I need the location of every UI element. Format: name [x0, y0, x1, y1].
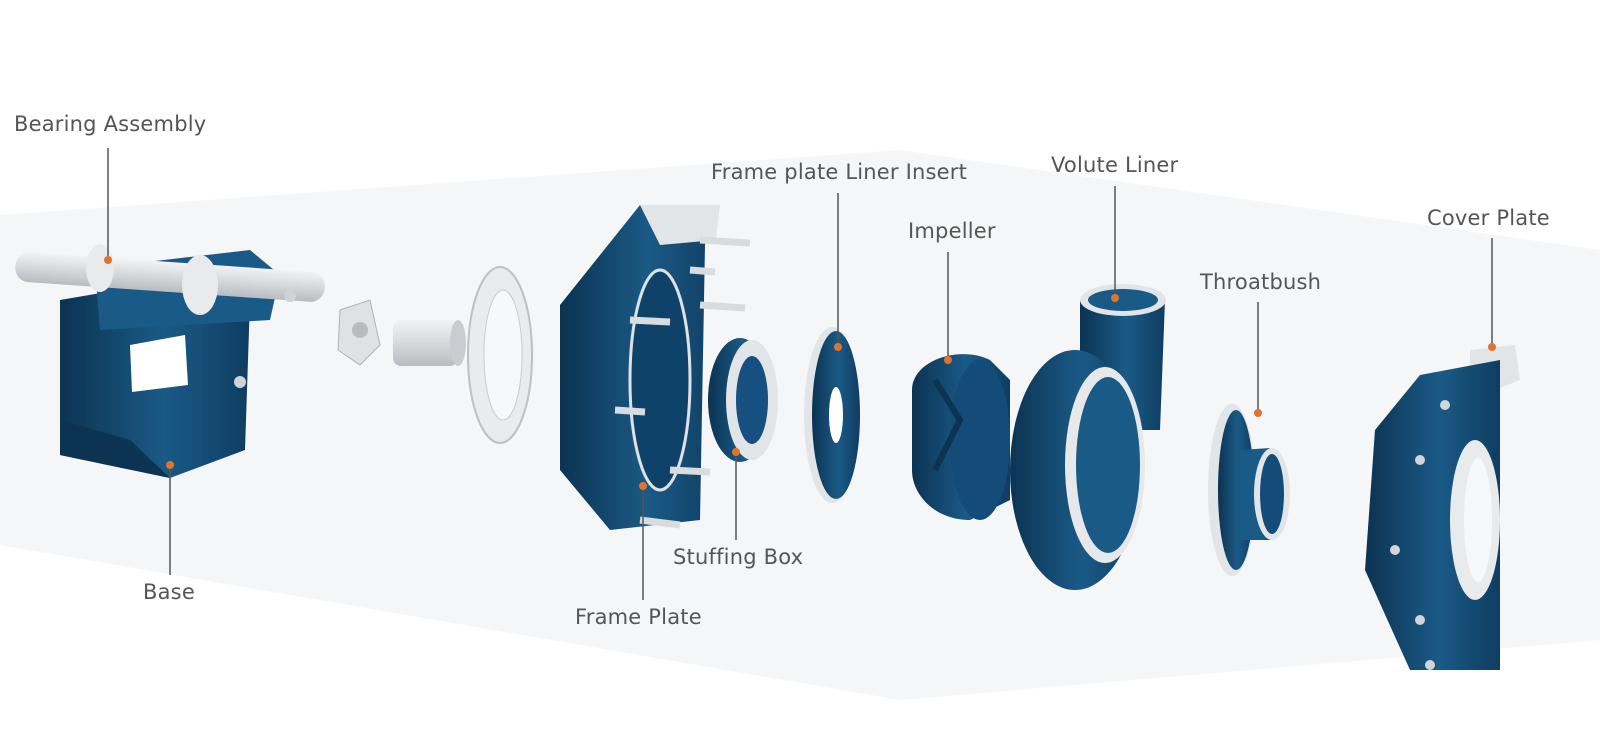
label-bearing-assembly: Bearing Assembly [14, 112, 207, 136]
dot-impeller [944, 356, 952, 364]
dot-throatbush [1254, 409, 1262, 417]
stuffing-box-part [708, 338, 778, 462]
dot-base [166, 461, 174, 469]
label-base: Base [143, 580, 195, 604]
dot-cover-plate [1488, 343, 1496, 351]
label-impeller: Impeller [908, 219, 996, 243]
label-frame-plate-liner-insert: Frame plate Liner Insert [711, 160, 968, 184]
leader-lines [107, 148, 1493, 600]
dot-frame-plate [639, 482, 647, 490]
dot-stuffing-box [732, 448, 740, 456]
frame-plate-liner-insert-part [804, 327, 860, 503]
dot-volute-liner [1111, 294, 1119, 302]
label-cover-plate: Cover Plate [1427, 206, 1550, 230]
label-throatbush: Throatbush [1200, 270, 1322, 294]
shaft-sleeve-part [393, 320, 466, 366]
frame-plate-part [560, 205, 751, 530]
cover-plate-part [1365, 345, 1520, 670]
label-volute-liner: Volute Liner [1051, 153, 1179, 177]
bearing-assembly-part [15, 244, 325, 478]
background-band [0, 150, 1600, 700]
gasket-ring-part [467, 266, 533, 444]
dot-bearing-assembly [104, 256, 112, 264]
label-stuffing-box: Stuffing Box [673, 545, 804, 569]
volute-liner-part [1010, 284, 1166, 590]
coupling-part [337, 299, 381, 366]
impeller-part [912, 354, 1010, 520]
dot-frame-plate-liner-insert [834, 343, 842, 351]
marker-dots [104, 256, 1496, 490]
label-frame-plate: Frame Plate [575, 605, 702, 629]
throatbush-part [1208, 404, 1290, 576]
